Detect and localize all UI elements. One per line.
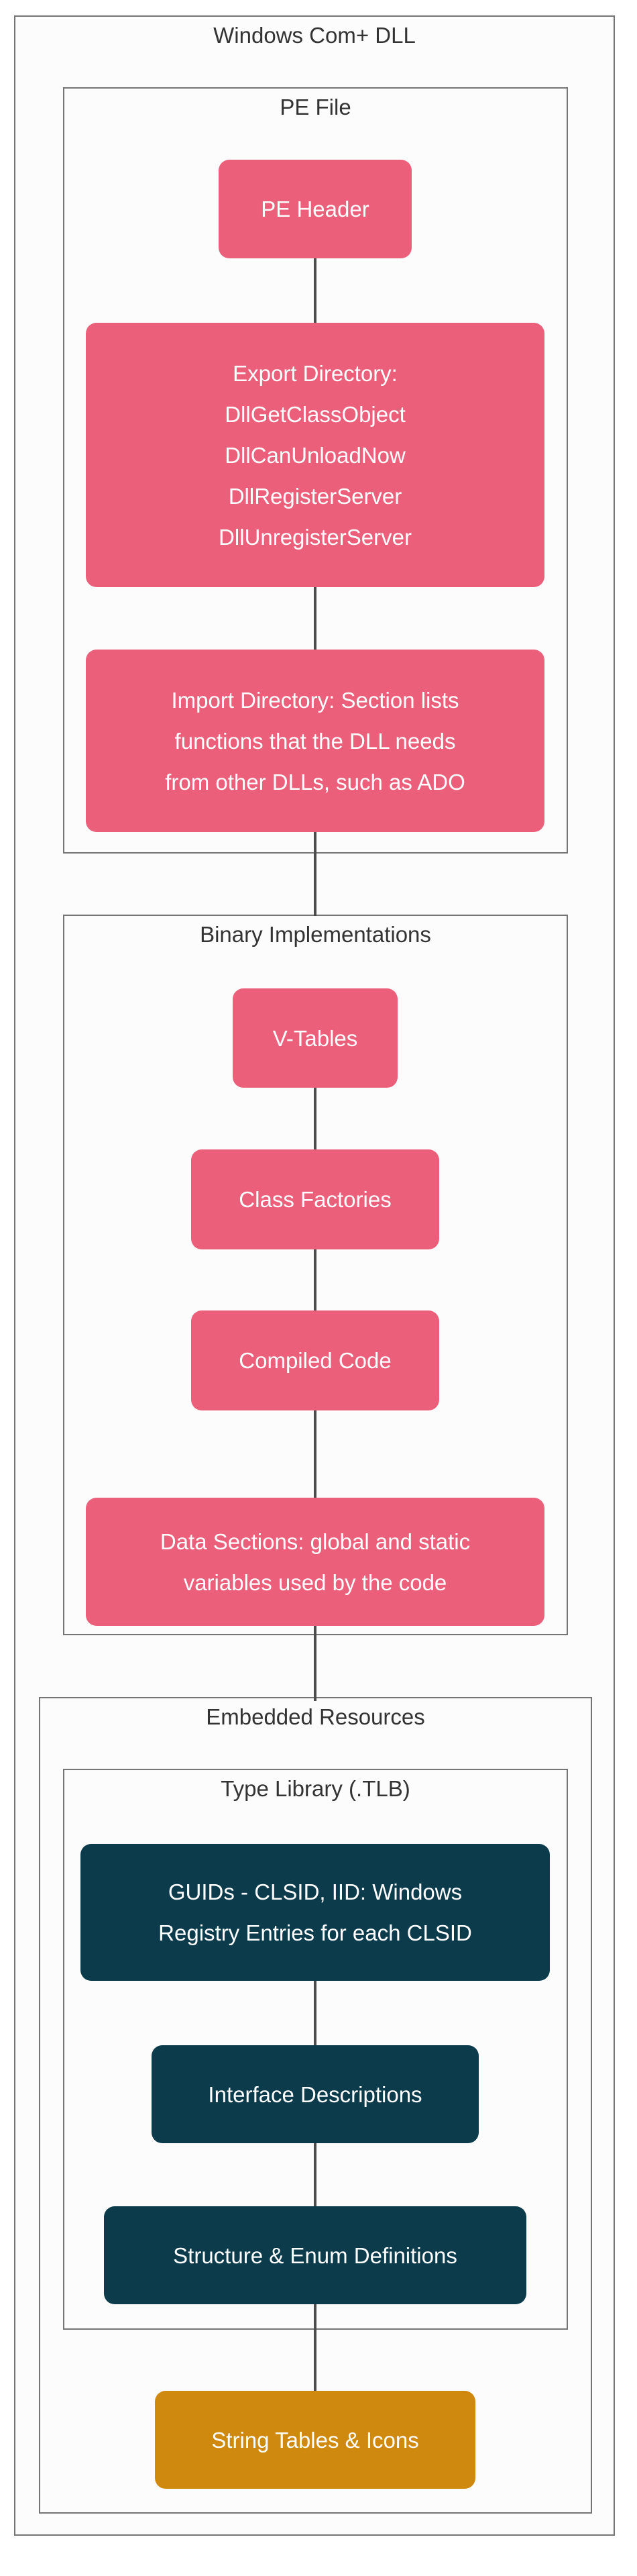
- group-type-library-label: Type Library (.TLB): [221, 1776, 410, 1801]
- node-interface-descriptions: Interface Descriptions: [152, 2045, 479, 2143]
- node-v-tables: V-Tables: [233, 988, 398, 1088]
- node-data-sections-text: variables used by the code: [183, 1569, 447, 1595]
- edge-interface-descriptions-to-structure-enum: [314, 2143, 316, 2208]
- node-export-directory-text: DllCanUnloadNow: [225, 442, 406, 468]
- node-compiled-code: Compiled Code: [191, 1310, 439, 1410]
- node-import-directory: Import Directory: Section lists function…: [86, 650, 544, 832]
- node-export-directory-text: DllRegisterServer: [228, 483, 402, 509]
- node-guids-clsid-iid: GUIDs - CLSID, IID: Windows Registry Ent…: [80, 1844, 550, 1981]
- node-structure-enum-definitions: Structure & Enum Definitions: [104, 2206, 526, 2304]
- node-class-factories-text: Class Factories: [239, 1187, 392, 1212]
- node-pe-header-text: PE Header: [261, 197, 369, 221]
- node-class-factories: Class Factories: [191, 1149, 439, 1249]
- node-import-directory-text: from other DLLs, such as ADO: [165, 769, 465, 794]
- node-string-tables-text: String Tables & Icons: [211, 2427, 419, 2453]
- group-binary-implementations-label: Binary Implementations: [200, 922, 431, 947]
- node-data-sections: Data Sections: global and static variabl…: [86, 1498, 544, 1626]
- edge-pe-file-to-binary-implementations: [314, 831, 316, 916]
- edge-export-directory-to-import-directory: [314, 587, 316, 650]
- node-export-directory-text: Export Directory:: [233, 360, 398, 386]
- edge-pe-header-to-export-directory: [314, 258, 316, 323]
- node-v-tables-text: V-Tables: [272, 1025, 358, 1051]
- group-windows-com-dll-label: Windows Com+ DLL: [213, 23, 416, 48]
- group-pe-file-label: PE File: [280, 95, 351, 119]
- node-string-tables-icons: String Tables & Icons: [155, 2391, 475, 2489]
- node-import-directory-text: functions that the DLL needs: [174, 728, 456, 754]
- edge-binary-implementations-to-embedded-resources: [314, 1626, 316, 1701]
- node-structure-enum-text: Structure & Enum Definitions: [173, 2243, 457, 2268]
- node-interface-descriptions-text: Interface Descriptions: [208, 2081, 422, 2107]
- node-guids-text: Registry Entries for each CLSID: [158, 1920, 472, 1945]
- group-embedded-resources-label: Embedded Resources: [206, 1704, 425, 1729]
- edge-structure-enum-to-string-tables: [314, 2303, 316, 2392]
- edge-v-tables-to-class-factories: [314, 1088, 316, 1149]
- node-import-directory-text: Import Directory: Section lists: [171, 687, 459, 713]
- edge-compiled-code-to-data-sections: [314, 1410, 316, 1498]
- node-export-directory: Export Directory: DllGetClassObject DllC…: [86, 323, 544, 587]
- node-export-directory-text: DllGetClassObject: [225, 401, 406, 427]
- node-data-sections-text: Data Sections: global and static: [160, 1529, 471, 1554]
- node-guids-text: GUIDs - CLSID, IID: Windows: [168, 1879, 463, 1904]
- edge-guids-to-interface-descriptions: [314, 1979, 316, 2045]
- node-pe-header: PE Header: [219, 160, 412, 258]
- node-export-directory-text: DllUnregisterServer: [219, 524, 412, 550]
- node-compiled-code-text: Compiled Code: [239, 1348, 392, 1373]
- edge-class-factories-to-compiled-code: [314, 1249, 316, 1310]
